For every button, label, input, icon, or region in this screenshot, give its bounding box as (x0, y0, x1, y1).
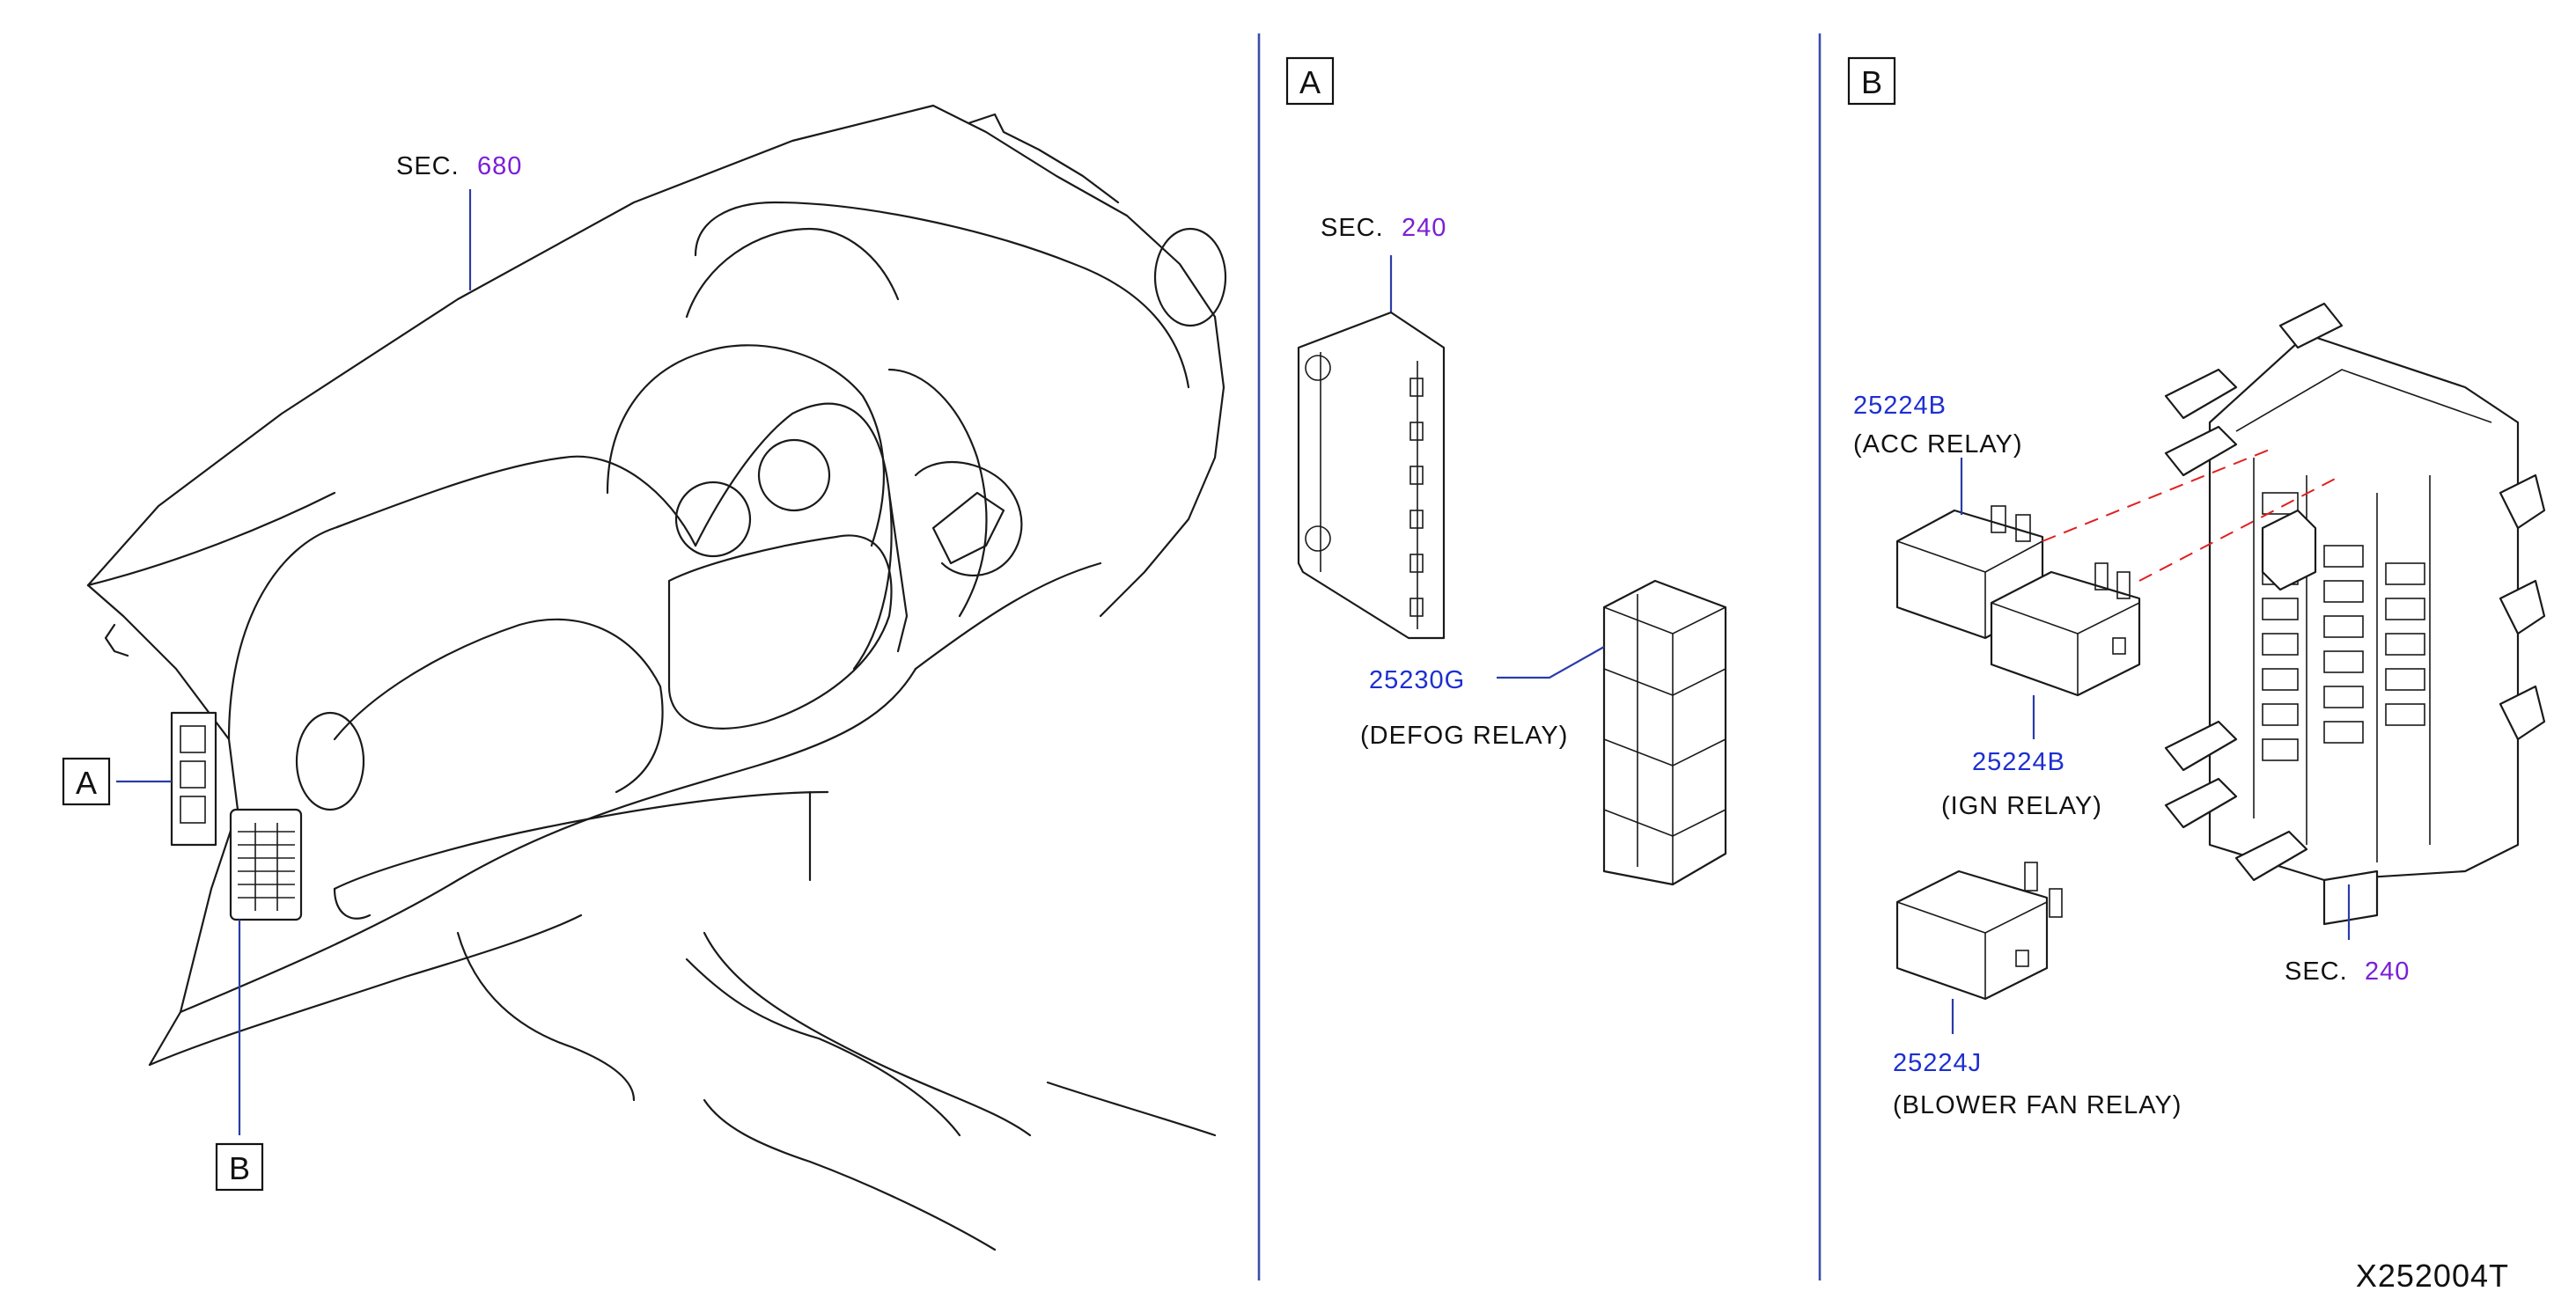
callout-a[interactable]: A (62, 757, 111, 806)
panel-b-sec-label: SEC. (2285, 957, 2348, 986)
panel-a-sec-number[interactable]: 240 (1402, 214, 1446, 242)
acc-relay-part-number[interactable]: 25224B (1853, 392, 1947, 420)
relay-bracket (1297, 311, 1446, 640)
sec-680-number[interactable]: 680 (477, 152, 522, 180)
callout-a-letter: A (76, 765, 97, 801)
panel-b-header: B (1847, 56, 1896, 106)
acc-install-guide (2042, 448, 2272, 542)
defog-relay[interactable] (1602, 579, 1727, 886)
ign-install-guide (2138, 474, 2343, 582)
ign-relay[interactable] (1990, 562, 2141, 697)
diagram-code: X252004T (2356, 1258, 2509, 1294)
blower-relay-name: (BLOWER FAN RELAY) (1893, 1091, 2182, 1119)
panel-a-sec-label: SEC. (1321, 214, 1384, 242)
callout-b-letter: B (229, 1150, 250, 1186)
defog-relay-part-number[interactable]: 25230G (1369, 666, 1465, 694)
panel-a-header-letter: A (1299, 64, 1321, 100)
panel-b-sec-number[interactable]: 240 (2365, 957, 2410, 986)
panel-b-header-letter: B (1861, 64, 1882, 100)
ign-relay-name: (IGN RELAY) (1941, 792, 2102, 820)
callout-b[interactable]: B (215, 1142, 264, 1192)
defog-relay-leader (1497, 646, 1605, 679)
defog-relay-name: (DEFOG RELAY) (1360, 722, 1568, 750)
fuse-block (2164, 302, 2546, 926)
blower-relay-part-number[interactable]: 25224J (1893, 1049, 1982, 1077)
ign-relay-part-number[interactable]: 25224B (1972, 748, 2065, 776)
acc-relay-name: (ACC RELAY) (1853, 430, 2023, 459)
sec-680-label: SEC. (396, 152, 460, 180)
instrument-panel-drawing (86, 104, 1227, 1251)
panel-a-header: A (1285, 56, 1335, 106)
blower-fan-relay[interactable] (1895, 862, 2063, 1001)
